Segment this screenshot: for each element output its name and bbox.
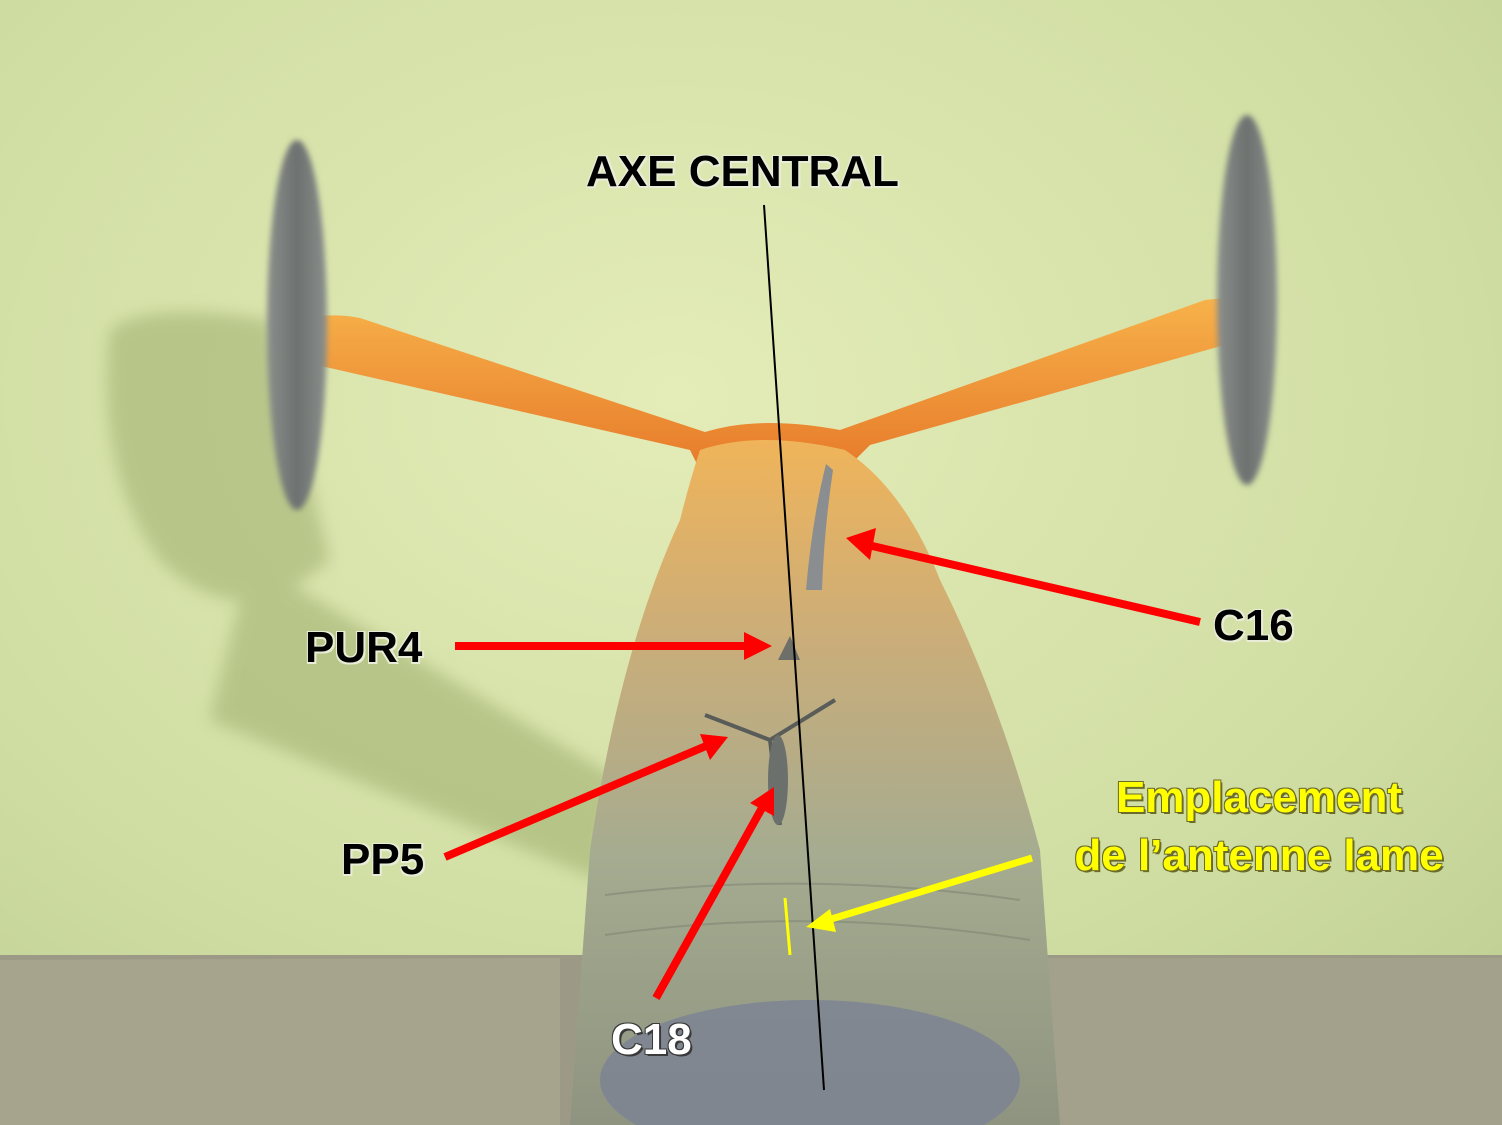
arrow-pp5	[443, 734, 728, 861]
cockpit-canopy	[600, 1000, 1020, 1125]
blade-antenna-marker	[783, 897, 792, 956]
tail-shadow	[107, 312, 620, 880]
central-axis-line	[763, 204, 825, 1091]
antenna-label-line1: Emplacement	[1115, 773, 1403, 822]
c18-label: C18	[611, 1015, 692, 1064]
arrow-c16	[846, 528, 1201, 626]
wing-highlight-right	[1040, 958, 1502, 1125]
right-fin	[1217, 115, 1277, 485]
pp5-label: PP5	[341, 835, 425, 884]
c16-antenna	[806, 464, 833, 590]
wing-highlight	[0, 958, 560, 1125]
arrow-pur4	[455, 632, 772, 660]
arrow-c18	[652, 787, 774, 1000]
fuselage	[570, 440, 1060, 1125]
antenna-label-line2: de l’antenne lame	[1074, 831, 1444, 880]
antenna-location-label: Emplacement de l’antenne lame	[1046, 776, 1472, 878]
axis-label: AXE CENTRAL	[586, 147, 899, 196]
pur4-label: PUR4	[305, 623, 423, 672]
horizontal-stabilizer	[290, 298, 1262, 470]
c16-label: C16	[1213, 601, 1294, 650]
arrow-antenna-location	[806, 854, 1034, 932]
left-fin	[267, 140, 327, 510]
